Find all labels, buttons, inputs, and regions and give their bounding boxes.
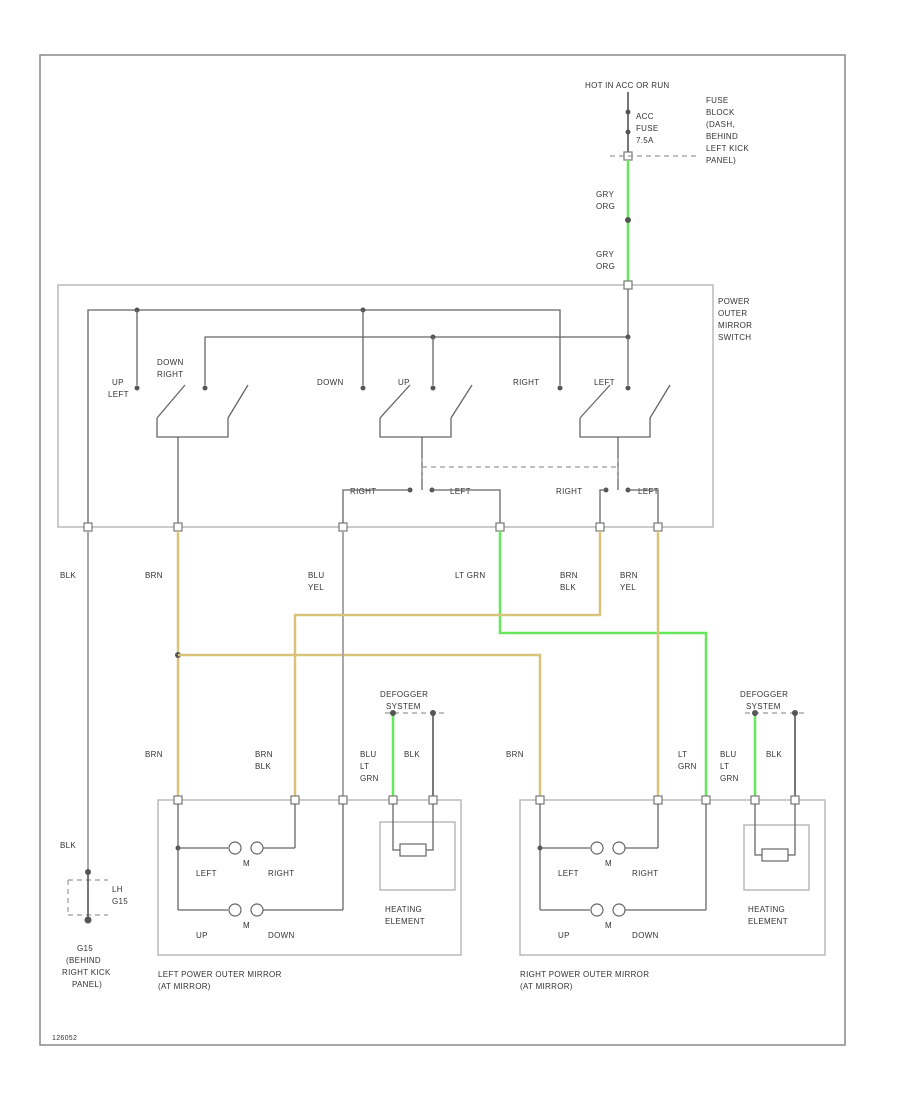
right-wire-blultgrn-label-2: LT xyxy=(720,762,729,771)
power-wire-lower-1: GRY xyxy=(596,250,614,259)
sw-left-left-label: LEFT xyxy=(108,390,129,399)
right-power-outer-mirror: M LEFT RIGHT M UP DOWN HEATING ELEMENT R… xyxy=(519,795,826,991)
wire-brnyel-label-2: YEL xyxy=(620,583,636,592)
right-defogger-label-2: SYSTEM xyxy=(746,702,781,711)
fuse-block-label-1: FUSE xyxy=(706,96,729,105)
power-wire-upper-2: ORG xyxy=(596,202,615,211)
right-mirror-right-label: RIGHT xyxy=(632,869,658,878)
left-mirror-motor-top-m: M xyxy=(243,859,250,868)
switch-title-3: MIRROR xyxy=(718,321,752,330)
ground-location-2: (BEHIND xyxy=(66,956,101,965)
fuse-block-label-4: BEHIND xyxy=(706,132,738,141)
right-wire-ltgrn-label-2: GRN xyxy=(678,762,697,771)
wire-ltgrn-label: LT GRN xyxy=(455,571,485,580)
sw-left-up-label: UP xyxy=(112,378,124,387)
wire-brnblk-label-2: BLK xyxy=(560,583,576,592)
right-wire-brn-label: BRN xyxy=(506,750,524,759)
ground-location-4: PANEL) xyxy=(72,980,102,989)
ground-location-1: G15 xyxy=(77,944,93,953)
footer-code: 126052 xyxy=(52,1035,77,1042)
wire-brn-top-label: BRN xyxy=(145,571,163,580)
switch-title-4: SWITCH xyxy=(718,333,751,342)
ground-location-3: RIGHT KICK xyxy=(62,968,111,977)
fuse-label-1: ACC xyxy=(636,112,654,121)
left-power-outer-mirror: M LEFT RIGHT M UP DOWN HEATING ELEMENT L… xyxy=(157,795,462,991)
right-wire-blk-label: BLK xyxy=(766,750,782,759)
wire-bluyel-label-2: YEL xyxy=(308,583,324,592)
selector-left-a: LEFT xyxy=(450,487,471,496)
left-defogger-label-1: DEFOGGER xyxy=(380,690,428,699)
right-mirror-up-label: UP xyxy=(558,931,570,940)
power-feed: HOT IN ACC OR RUN ACC FUSE 7.5A FUSE BLO… xyxy=(585,81,749,285)
ground-point: LH G15 G15 (BEHIND RIGHT KICK PANEL) xyxy=(62,869,128,989)
switch-title-2: OUTER xyxy=(718,309,748,318)
power-outer-mirror-switch: POWER OUTER MIRROR SWITCH DOWN RIGHT UP … xyxy=(57,280,752,532)
left-wire-brnblk-label-1: BRN xyxy=(255,750,273,759)
right-wire-ltgrn-label-1: LT xyxy=(678,750,687,759)
power-wire-upper-1: GRY xyxy=(596,190,614,199)
left-mirror-caption-1: LEFT POWER OUTER MIRROR xyxy=(158,970,282,979)
sw-left-down-label: DOWN xyxy=(157,358,184,367)
right-mirror-caption-2: (AT MIRROR) xyxy=(520,982,573,991)
left-wire-blk-label: BLK xyxy=(404,750,420,759)
right-mirror-left-label: LEFT xyxy=(558,869,579,878)
right-heater-label-1: HEATING xyxy=(748,905,785,914)
left-heater-label-1: HEATING xyxy=(385,905,422,914)
harness-wires: BLK BLK BRN BLU YEL LT GRN BRN BLK BRN Y… xyxy=(60,531,782,870)
left-heater-label-2: ELEMENT xyxy=(385,917,425,926)
left-mirror-motor-bottom-m: M xyxy=(243,921,250,930)
left-wire-blultgrn-label-3: GRN xyxy=(360,774,379,783)
ground-code-1: LH xyxy=(112,885,123,894)
sw-right-left-label: LEFT xyxy=(594,378,615,387)
wire-blk-label: BLK xyxy=(60,571,76,580)
wire-brnyel-label-1: BRN xyxy=(620,571,638,580)
fuse-label-2: FUSE xyxy=(636,124,659,133)
right-mirror-caption-1: RIGHT POWER OUTER MIRROR xyxy=(520,970,649,979)
wire-bluyel-label-1: BLU xyxy=(308,571,324,580)
right-wire-blultgrn-label-3: GRN xyxy=(720,774,739,783)
fuse-block-label-6: PANEL) xyxy=(706,156,736,165)
right-mirror-down-label: DOWN xyxy=(632,931,659,940)
left-wire-blultgrn-label-1: BLU xyxy=(360,750,376,759)
sw-mid-down-label: DOWN xyxy=(317,378,344,387)
power-source-label: HOT IN ACC OR RUN xyxy=(585,81,670,90)
selector-left-b: LEFT xyxy=(638,487,659,496)
sw-left-right-label: RIGHT xyxy=(157,370,183,379)
right-heater-label-2: ELEMENT xyxy=(748,917,788,926)
switch-title-1: POWER xyxy=(718,297,750,306)
right-defogger-system: DEFOGGER SYSTEM xyxy=(740,690,805,800)
fuse-block-label-3: (DASH, xyxy=(706,120,735,129)
left-mirror-down-label: DOWN xyxy=(268,931,295,940)
fuse-label-3: 7.5A xyxy=(636,136,654,145)
right-defogger-label-1: DEFOGGER xyxy=(740,690,788,699)
wire-brnblk-label-1: BRN xyxy=(560,571,578,580)
left-mirror-up-label: UP xyxy=(196,931,208,940)
left-mirror-caption-2: (AT MIRROR) xyxy=(158,982,211,991)
left-wire-brnblk-label-2: BLK xyxy=(255,762,271,771)
selector-right-b: RIGHT xyxy=(556,487,582,496)
left-defogger-system: DEFOGGER SYSTEM xyxy=(380,690,445,800)
fuse-block-label-2: BLOCK xyxy=(706,108,735,117)
right-mirror-motor-top-m: M xyxy=(605,859,612,868)
left-wire-brn-label: BRN xyxy=(145,750,163,759)
right-mirror-motor-bottom-m: M xyxy=(605,921,612,930)
selector-right-a: RIGHT xyxy=(350,487,376,496)
wire-ground-blk-label: BLK xyxy=(60,841,76,850)
sw-right-right-label: RIGHT xyxy=(513,378,539,387)
ground-code-2: G15 xyxy=(112,897,128,906)
fuse-block-label-5: LEFT KICK xyxy=(706,144,749,153)
diagram-frame xyxy=(39,54,846,1046)
power-wire-lower-2: ORG xyxy=(596,262,615,271)
left-mirror-right-label: RIGHT xyxy=(268,869,294,878)
left-mirror-left-label: LEFT xyxy=(196,869,217,878)
right-wire-blultgrn-label-1: BLU xyxy=(720,750,736,759)
left-wire-blultgrn-label-2: LT xyxy=(360,762,369,771)
sw-mid-up-label: UP xyxy=(398,378,410,387)
left-defogger-label-2: SYSTEM xyxy=(386,702,421,711)
